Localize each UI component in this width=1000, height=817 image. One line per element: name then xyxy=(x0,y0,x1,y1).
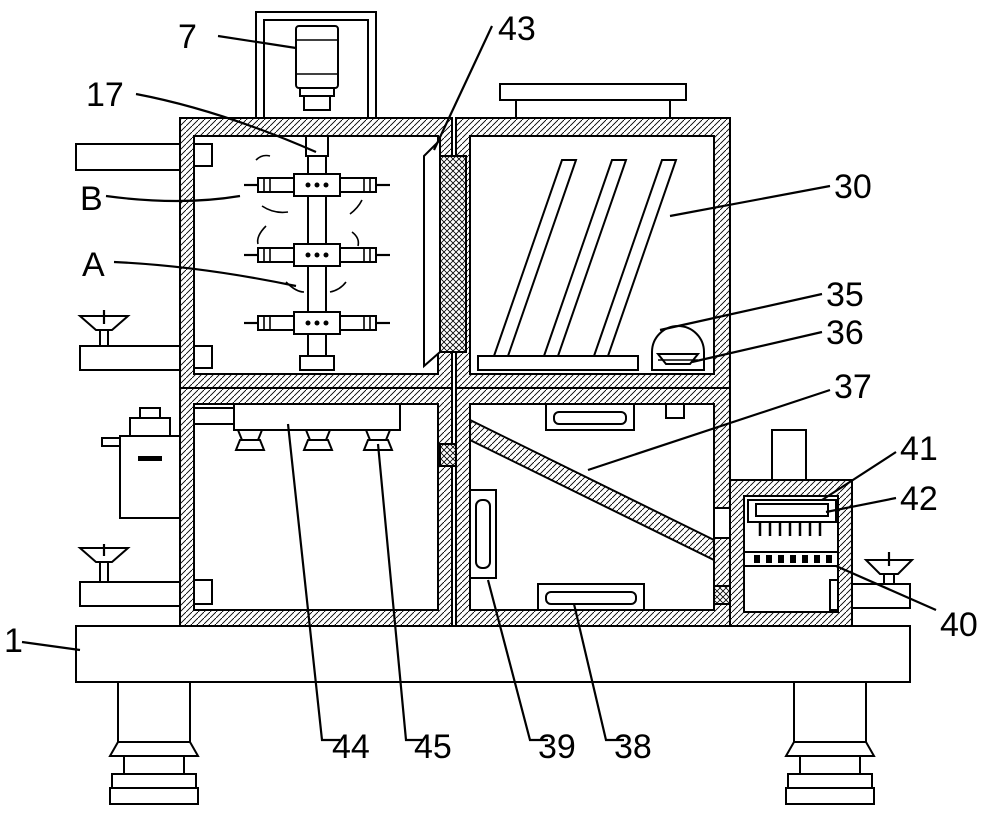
left-pump xyxy=(101,407,181,519)
label-43: 43 xyxy=(498,10,536,48)
label-30: 30 xyxy=(834,168,872,206)
label-B: B xyxy=(80,180,103,218)
label-39: 39 xyxy=(538,728,576,766)
label-35: 35 xyxy=(826,276,864,314)
lower-left-chamber xyxy=(179,387,453,627)
label-A: A xyxy=(82,246,105,284)
leader-lines xyxy=(21,25,937,742)
lower-right-chamber xyxy=(455,387,731,627)
label-41: 41 xyxy=(900,430,938,468)
label-45: 45 xyxy=(414,728,452,766)
label-40: 40 xyxy=(940,606,978,644)
upper-right-chamber xyxy=(455,83,731,389)
left-shelf-upper xyxy=(77,310,181,371)
left-shelf-lower xyxy=(77,544,181,607)
base-plate xyxy=(75,625,911,683)
label-36: 36 xyxy=(826,314,864,352)
label-7: 7 xyxy=(178,18,197,56)
motor-frame xyxy=(255,11,377,119)
label-38: 38 xyxy=(614,728,652,766)
right-leg xyxy=(784,681,876,805)
spray-nozzles xyxy=(234,429,394,451)
mesh-screen xyxy=(439,155,467,353)
left-leg xyxy=(108,681,200,805)
right-shelf xyxy=(851,552,915,609)
mesh-flap xyxy=(423,137,441,369)
label-37: 37 xyxy=(834,368,872,406)
feed-pipe xyxy=(75,143,181,171)
label-1: 1 xyxy=(4,622,23,660)
label-17: 17 xyxy=(86,76,124,114)
right-aux-box xyxy=(729,429,853,627)
stirring-blades xyxy=(244,154,390,335)
label-44: 44 xyxy=(332,728,370,766)
labels: 7 17 B A 43 30 35 36 37 41 42 40 1 44 45… xyxy=(4,10,978,766)
label-42: 42 xyxy=(900,480,938,518)
